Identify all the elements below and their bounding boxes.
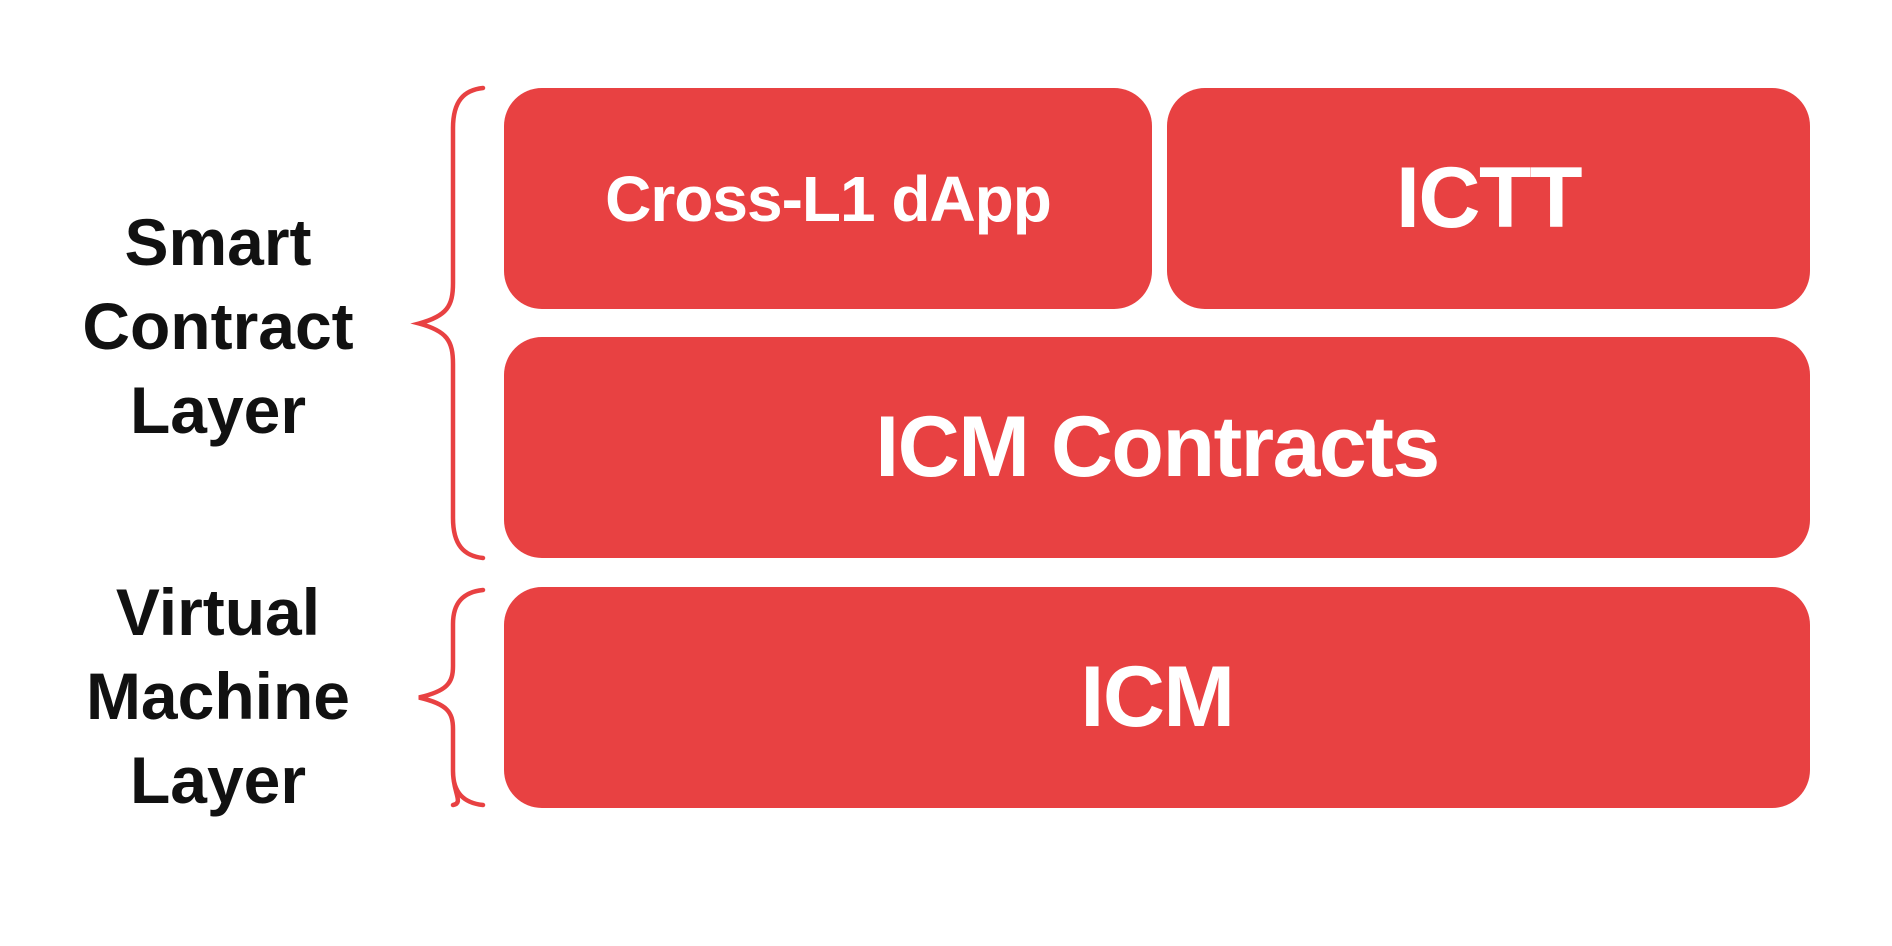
box-icm-label: ICM — [1080, 649, 1235, 745]
box-icm-contracts-label: ICM Contracts — [875, 399, 1440, 495]
box-cross-l1-dapp-label: Cross-L1 dApp — [605, 162, 1052, 235]
label-line: Machine — [85, 659, 351, 733]
box-cross-l1-dapp: Cross-L1 dApp — [504, 88, 1152, 309]
smart-contract-brace-icon — [410, 85, 486, 561]
label-virtual-machine-layer: Virtual Machine Layer — [28, 570, 408, 822]
label-line: Virtual — [115, 575, 321, 649]
label-line: Layer — [129, 373, 307, 447]
label-line: Contract — [82, 289, 354, 363]
virtual-machine-brace-icon — [418, 587, 486, 808]
label-line: Layer — [129, 743, 307, 817]
box-icm: ICM — [504, 587, 1810, 808]
box-ictt-label: ICTT — [1395, 150, 1583, 246]
box-ictt: ICTT — [1167, 88, 1810, 309]
label-smart-contract-layer: Smart Contract Layer — [28, 200, 408, 452]
label-line: Smart — [124, 205, 312, 279]
box-icm-contracts: ICM Contracts — [504, 337, 1810, 558]
